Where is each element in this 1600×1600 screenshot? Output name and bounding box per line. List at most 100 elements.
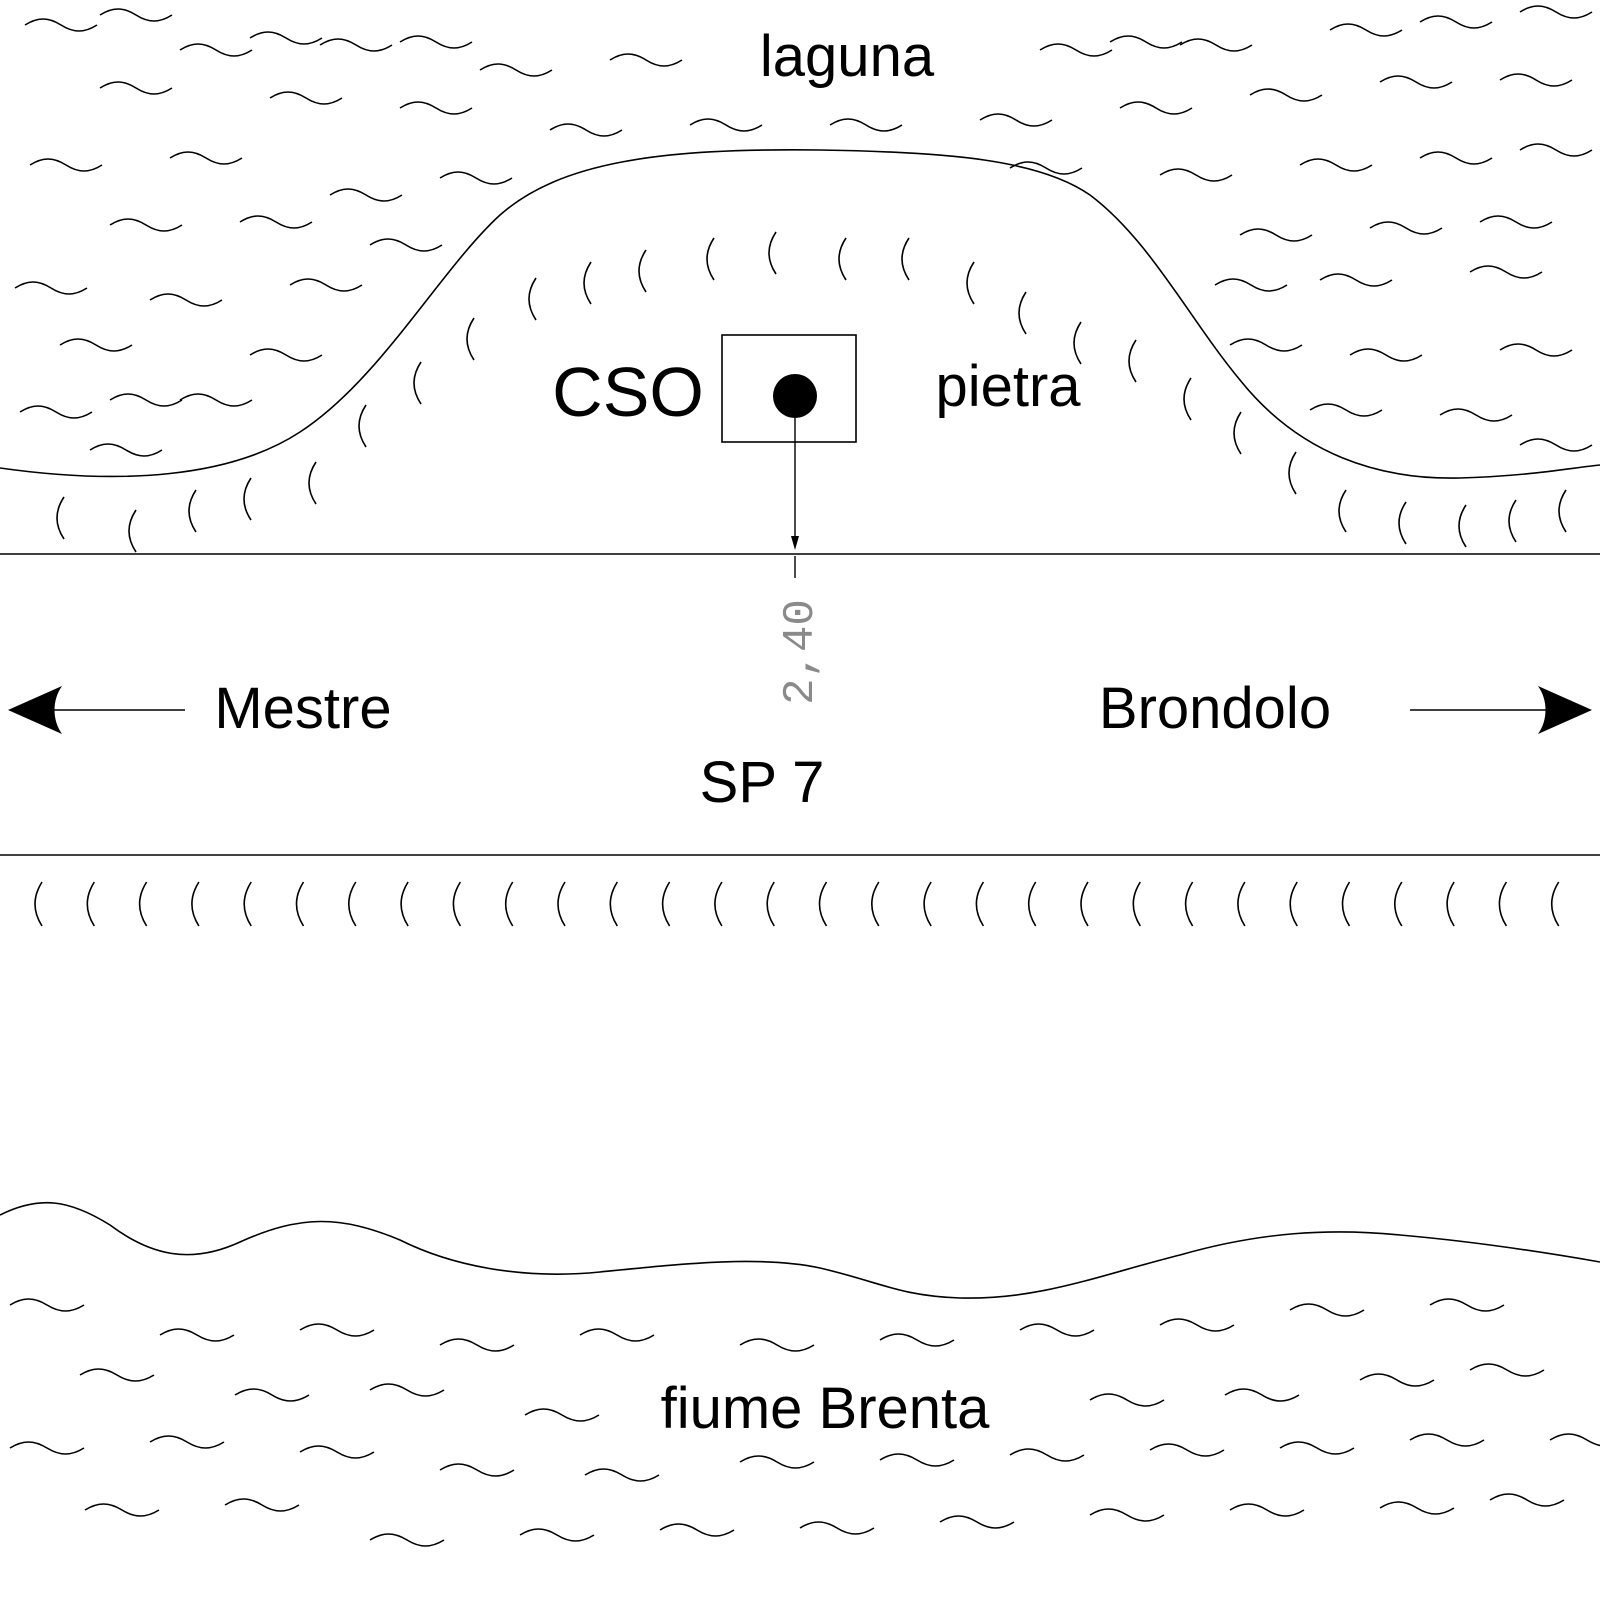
lagoon-wave-mark: [1499, 73, 1573, 87]
lagoon-wave-mark: [1319, 273, 1393, 287]
stone-mark: [1128, 339, 1137, 383]
lagoon-wave-mark: [329, 188, 403, 202]
stone-mark: [308, 461, 317, 505]
river-wave-mark: [519, 1528, 595, 1542]
lagoon-wave-mark: [1229, 338, 1303, 352]
lagoon-wave-mark: [1309, 403, 1383, 417]
stone-mark: [609, 881, 618, 927]
stone-mark: [818, 881, 828, 927]
river-wave-mark: [1359, 1373, 1435, 1387]
river-wave-mark: [799, 1521, 875, 1535]
river-wave-mark: [579, 1328, 655, 1342]
lagoon-wave-mark: [1119, 101, 1193, 115]
river-bank-line: [0, 1201, 1600, 1299]
river-wave-mark: [1409, 1433, 1485, 1447]
stone-mark: [1446, 881, 1455, 927]
stone-mark: [1018, 291, 1027, 335]
lagoon-wave-mark: [1039, 43, 1113, 57]
stone-mark: [975, 881, 985, 927]
lagoon-label: laguna: [760, 24, 935, 89]
east-direction-label: Brondolo: [1099, 676, 1331, 741]
stone-mark: [504, 881, 514, 927]
river-wave-mark: [369, 1383, 445, 1397]
stone-mark: [901, 237, 910, 281]
river-wave-mark: [79, 1368, 155, 1382]
lagoon-wave-mark: [1109, 35, 1183, 49]
stone-mark: [1498, 881, 1508, 927]
river-wave-mark: [739, 1455, 815, 1469]
lagoon-wave-mark: [179, 393, 253, 407]
lagoon-wave-mark: [179, 43, 253, 57]
stone-label: pietra: [935, 354, 1081, 419]
stone-mark: [528, 277, 537, 321]
stone-mark: [243, 477, 252, 521]
lagoon-wave-mark: [24, 18, 98, 32]
river-wave-mark: [9, 1441, 85, 1455]
stone-mark: [1184, 881, 1194, 927]
lagoon-wave-mark: [29, 158, 103, 172]
stone-mark: [138, 881, 148, 927]
stone-mark: [1289, 881, 1298, 927]
river-wave-mark: [369, 1533, 445, 1547]
stone-mark: [1338, 489, 1347, 533]
lagoon-wave-mark: [289, 278, 363, 292]
stone-mark: [56, 496, 65, 540]
stone-mark: [557, 881, 566, 927]
river-water-hatch: [9, 1298, 1600, 1547]
lagoon-wave-mark: [109, 393, 183, 407]
river-wave-mark: [1224, 1388, 1300, 1402]
river-wave-mark: [1019, 1323, 1095, 1337]
stone-mark: [1394, 881, 1403, 927]
river-wave-mark: [1009, 1448, 1085, 1462]
lagoon-wave-mark: [1239, 228, 1313, 242]
road-label: SP 7: [700, 750, 825, 815]
river-wave-mark: [1149, 1443, 1225, 1457]
river-wave-mark: [1159, 1318, 1235, 1332]
lagoon-wave-mark: [89, 443, 163, 457]
river-wave-mark: [149, 1435, 225, 1449]
river-wave-mark: [1469, 1363, 1545, 1377]
lagoon-wave-mark: [1159, 168, 1233, 182]
lagoon-wave-mark: [1519, 143, 1593, 157]
lagoon-wave-mark: [1419, 15, 1493, 29]
lagoon-wave-mark: [169, 151, 243, 165]
lagoon-wave-mark: [99, 8, 173, 22]
lagoon-wave-mark: [1379, 75, 1453, 89]
lagoon-wave-mark: [1439, 408, 1513, 422]
stone-embankment-hatch: [56, 231, 1567, 553]
river-wave-mark: [1229, 1503, 1305, 1517]
lagoon-wave-mark: [1299, 158, 1373, 172]
lagoon-wave-mark: [239, 215, 313, 229]
lagoon-wave-mark: [1009, 161, 1083, 175]
lagoon-wave-mark: [1179, 38, 1253, 52]
river-wave-mark: [234, 1388, 310, 1402]
stone-mark: [188, 489, 197, 533]
stone-mark: [1183, 377, 1192, 421]
river-wave-mark: [939, 1515, 1015, 1529]
stone-mark: [191, 881, 200, 927]
lagoon-wave-mark: [269, 91, 343, 105]
lagoon-wave-mark: [549, 123, 623, 137]
west-arrowhead: [8, 686, 62, 734]
stone-mark: [466, 317, 475, 361]
river-wave-mark: [584, 1468, 660, 1482]
river-wave-mark: [1429, 1298, 1505, 1312]
lagoon-wave-mark: [59, 338, 133, 352]
lagoon-wave-mark: [19, 405, 93, 419]
lagoon-wave-mark: [829, 118, 903, 132]
river-wave-mark: [1089, 1393, 1165, 1407]
lagoon-wave-mark: [439, 171, 513, 185]
lagoon-water-hatch: [14, 5, 1593, 457]
stone-mark: [661, 881, 671, 927]
cso-point: [773, 374, 817, 418]
river-wave-mark: [299, 1445, 375, 1459]
stone-mark: [966, 261, 975, 305]
lagoon-wave-mark: [609, 53, 683, 67]
stone-mark: [1398, 501, 1407, 545]
stone-mark: [1558, 489, 1567, 533]
west-direction-label: Mestre: [214, 676, 391, 741]
river-wave-mark: [1549, 1433, 1600, 1447]
river-label: fiume Brenta: [661, 1376, 991, 1441]
lagoon-wave-mark: [1214, 278, 1288, 292]
stone-mark: [1458, 504, 1467, 548]
